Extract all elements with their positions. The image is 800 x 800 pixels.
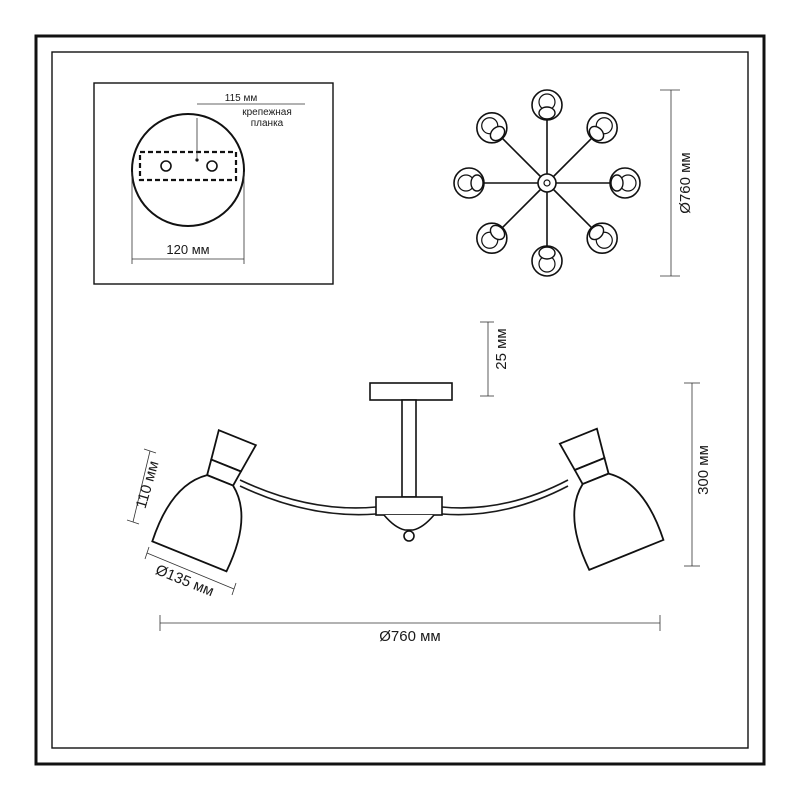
top-shade-inner [481,231,499,249]
top-arm [546,137,593,184]
shade-height-tick-top [143,448,157,454]
top-shade [609,167,641,199]
mount-detail-panel: 115 мм крепежная планка 120 мм [93,82,334,285]
shade-height-label: 110 мм [133,459,163,511]
shade-height-tick-bottom [126,519,140,525]
left-shade [151,428,258,573]
right-arm-inner [441,485,569,516]
side-view: 25 мм 300 мм 110 мм Ø135 мм Ø760 мм [126,321,712,645]
bar-name-line1: крепежная [242,107,292,118]
shade-diameter-label: Ø135 мм [153,561,216,600]
outer-frame [34,34,766,766]
mount-hole-right [206,160,218,172]
top-shade [531,89,563,121]
top-shade [531,245,563,277]
mounting-bar [138,150,238,182]
top-arm [501,182,548,229]
top-arm [546,182,593,229]
mount-detail-box [93,82,334,285]
right-arm-outer [441,479,569,509]
top-shade-cup [588,224,605,241]
right-shade [558,427,665,572]
top-shade [586,222,618,254]
bar-name-line2: планка [251,118,284,129]
top-shade-cup [489,125,506,142]
mount-hole-left [160,160,172,172]
canopy-dimension-label: 120 мм [166,242,209,257]
top-shade-cup [610,174,624,192]
shade-diameter-tick-left [144,546,150,560]
side-hub [375,496,443,516]
side-rod [401,399,417,498]
top-shade-cup [538,106,556,120]
top-shade-inner [595,231,613,249]
top-view-arms [453,89,641,277]
top-view-hub [537,173,557,193]
shade-height-line [132,450,151,523]
inner-frame [51,51,749,749]
top-shade-cup [470,174,484,192]
top-shade-cup [489,224,506,241]
top-shade [476,222,508,254]
top-shade [586,112,618,144]
shade-diameter-tick-right [231,582,237,596]
side-finial [403,530,415,542]
right-shade-glass [573,472,665,572]
top-view-diameter-label: Ø760 мм [677,152,694,214]
side-hub-bottom [383,514,435,531]
top-shade [476,112,508,144]
shade-diameter-line [146,552,235,590]
left-arm-inner [239,485,377,516]
bar-dimension-label: 115 мм [225,93,258,104]
total-width-label: Ø760 мм [379,628,441,645]
top-shade-cup [538,246,556,260]
canopy-height-label: 25 мм [493,328,510,369]
canopy-disc [131,113,245,227]
left-arm-outer [239,479,377,509]
top-shade-inner [595,117,613,135]
side-canopy [369,382,453,401]
top-view: Ø760 мм [453,89,694,277]
total-height-label: 300 мм [695,445,712,495]
top-view-hub-center [543,179,551,187]
top-arm [501,137,548,184]
top-shade [453,167,485,199]
top-shade-inner [481,117,499,135]
left-shade-glass [151,474,243,573]
top-shade-cup [588,125,605,142]
